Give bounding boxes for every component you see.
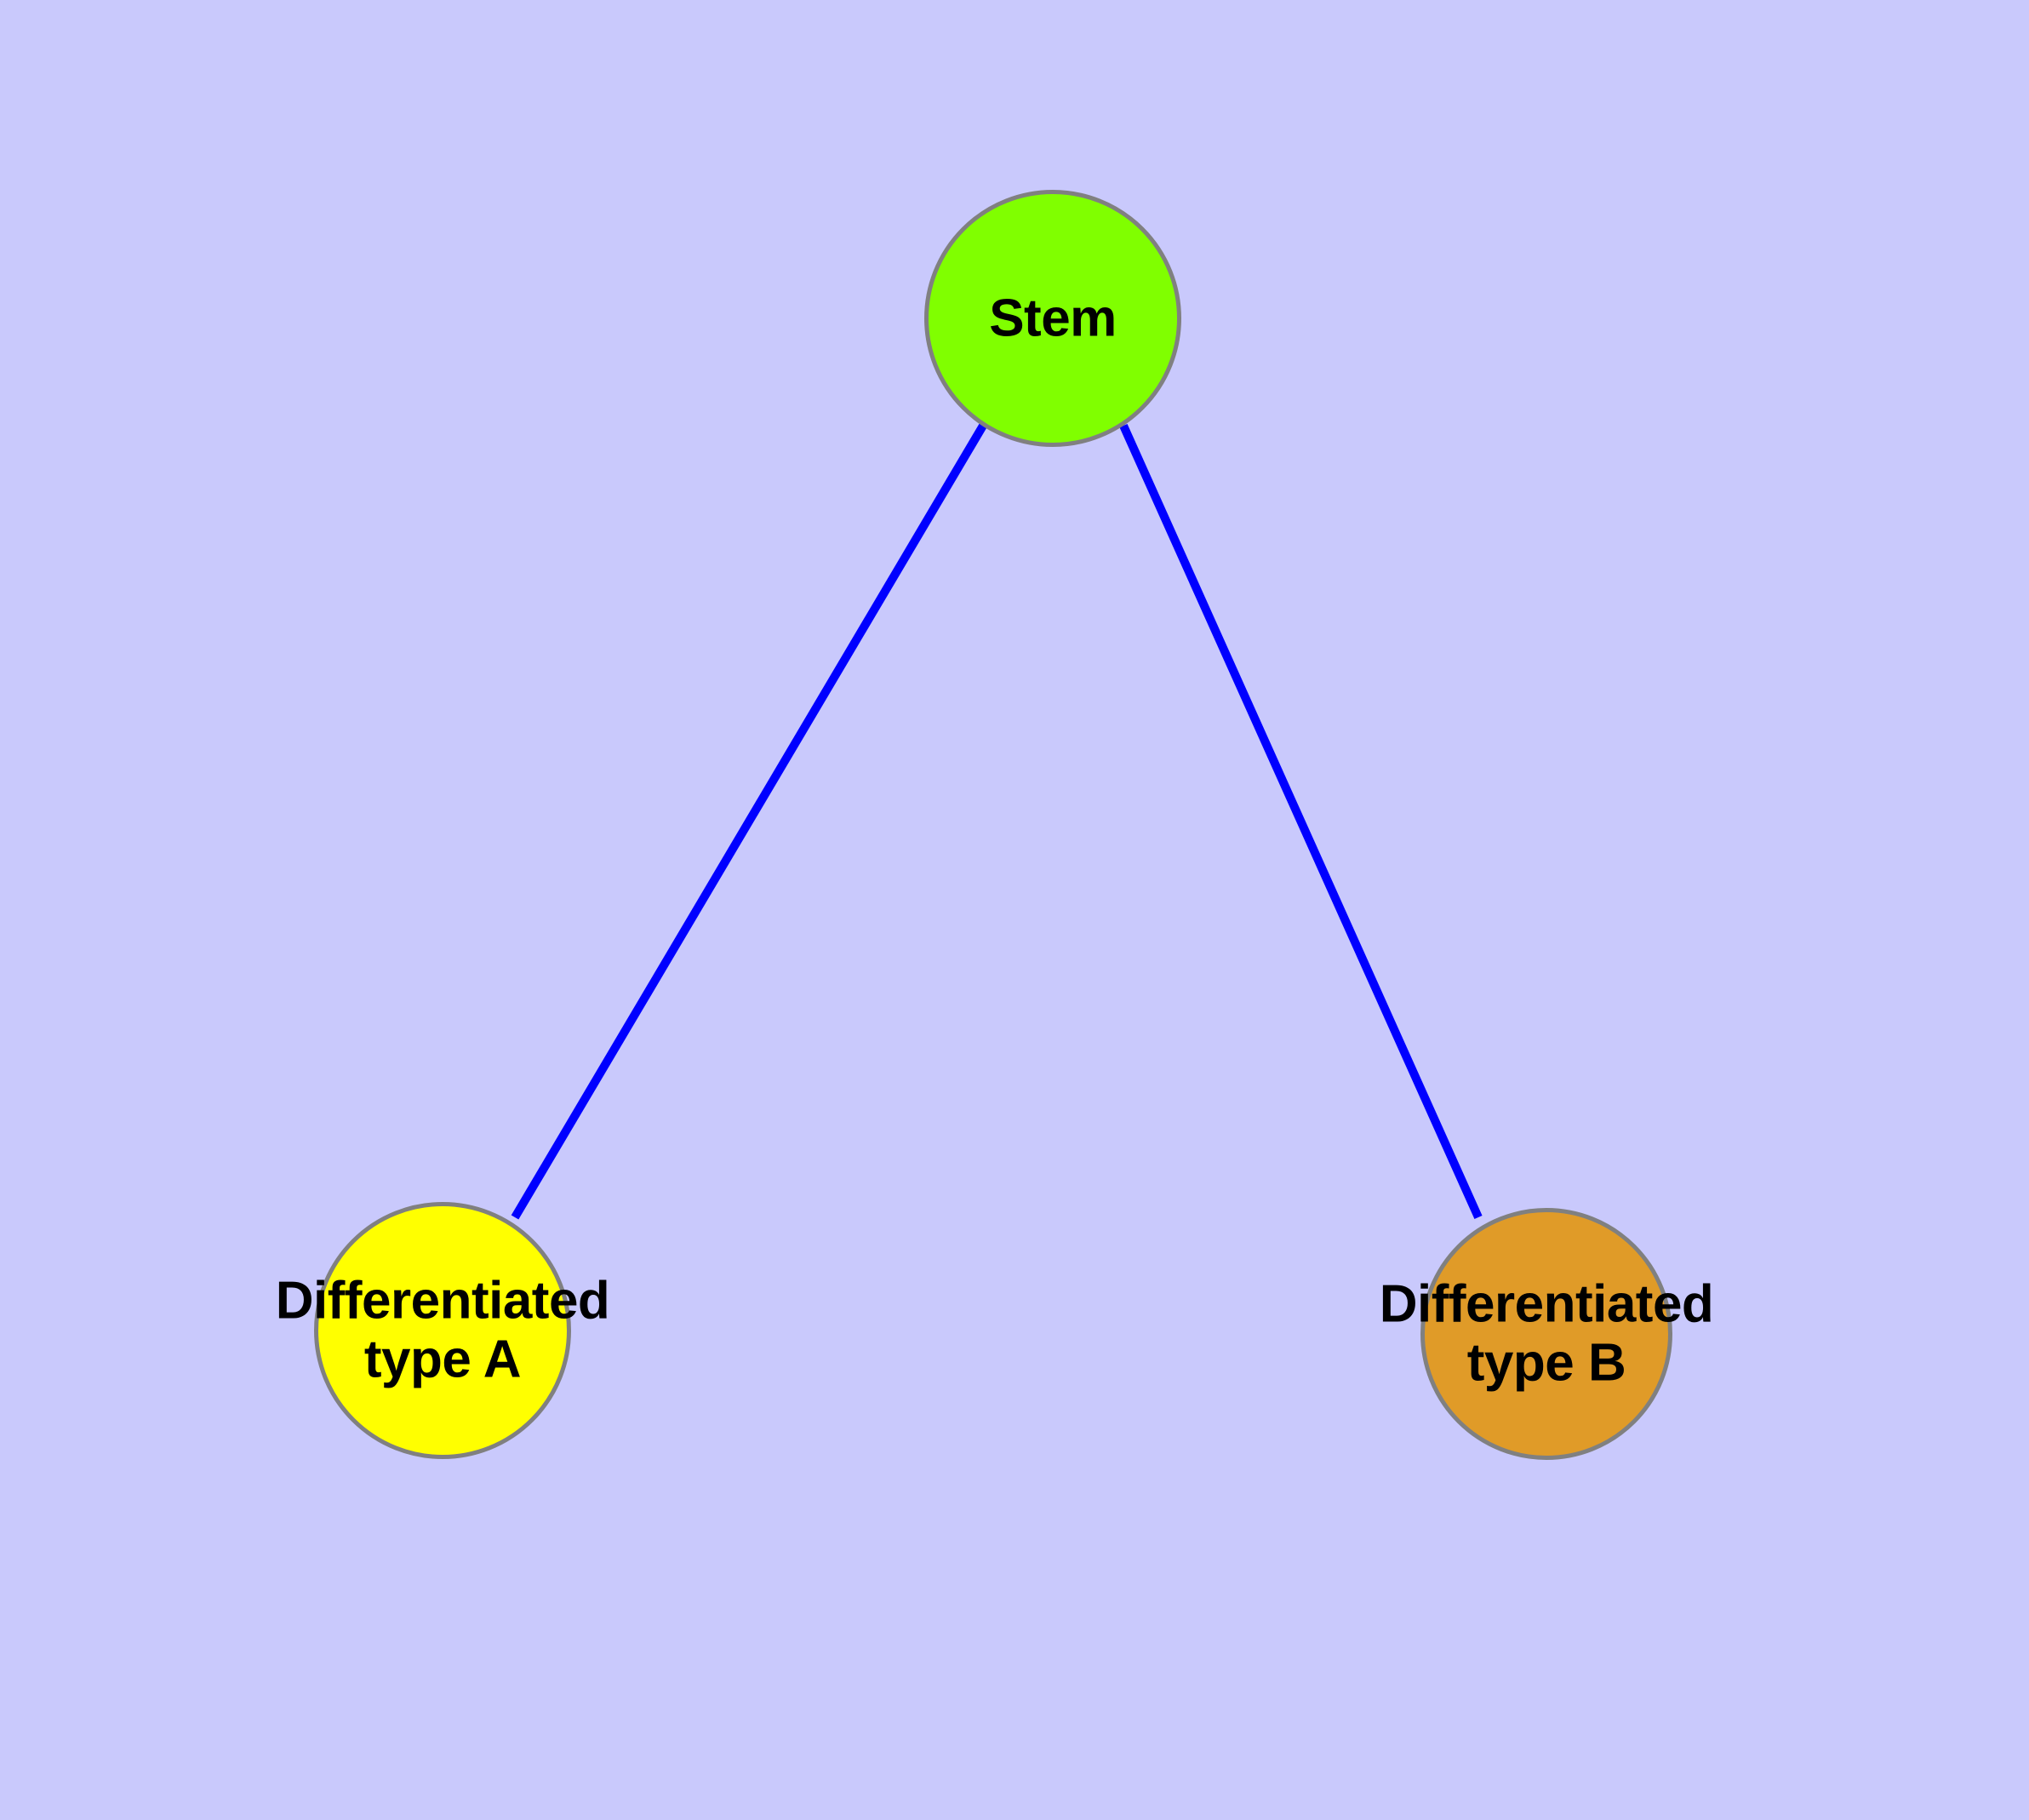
edge-stem-to-differentiated-type-b [1119,423,1483,1220]
node-differentiated-type-b[interactable]: Differentiated type B [1380,1208,1714,1460]
node-differentiated-type-a-label: Differentiated type A [275,1271,610,1389]
node-stem-label: Stem [989,289,1117,348]
edge-stem-to-differentiated-type-a [511,423,987,1220]
node-differentiated-type-a[interactable]: Differentiated type A [276,1202,610,1459]
node-differentiated-type-b-label: Differentiated type B [1379,1274,1714,1393]
node-stem[interactable]: Stem [924,190,1181,447]
